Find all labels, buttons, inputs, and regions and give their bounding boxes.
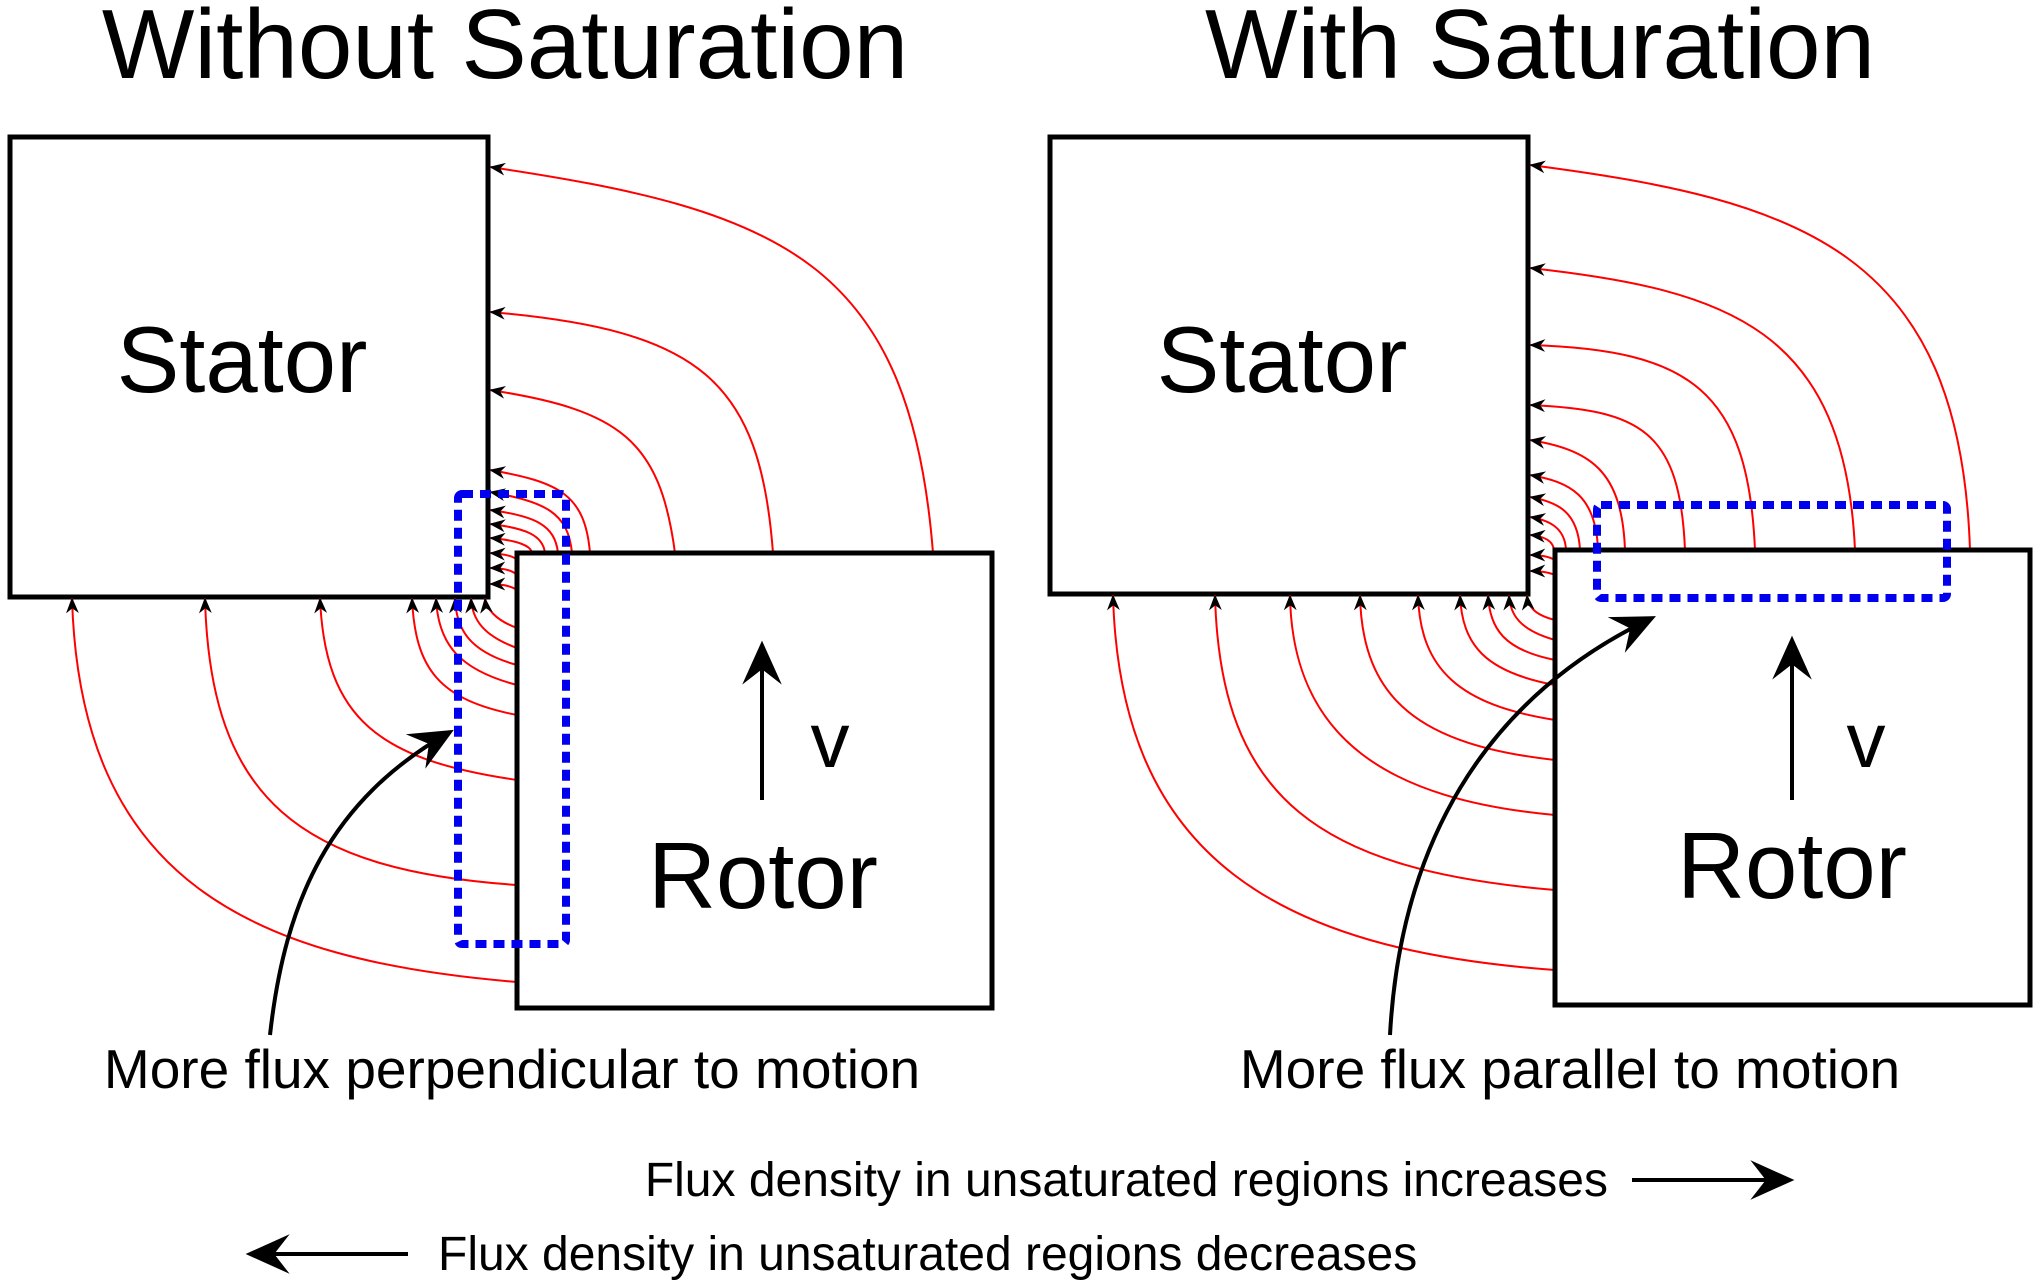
right-flux-lines-side — [1529, 160, 1971, 578]
right-panel: With Saturation Stator — [1047, 0, 2033, 1100]
flux-line — [489, 547, 518, 561]
flux-line — [489, 577, 518, 591]
flux-line — [1454, 594, 1556, 686]
footer: Flux density in unsaturated regions incr… — [245, 1154, 1795, 1281]
flux-line — [1482, 594, 1556, 661]
left-caption: More flux perpendicular to motion — [104, 1038, 920, 1100]
flux-line — [489, 306, 774, 554]
flux-line — [1529, 160, 1971, 551]
flux-line — [1529, 548, 1556, 562]
flux-line — [66, 597, 518, 983]
flux-line — [1529, 529, 1555, 551]
flux-line — [1529, 493, 1581, 551]
footer-increase-text: Flux density in unsaturated regions incr… — [645, 1154, 1608, 1207]
flux-line — [1353, 594, 1556, 761]
flux-line — [1412, 594, 1556, 721]
right-highlight-region — [1593, 501, 1951, 602]
flux-line — [1208, 594, 1556, 891]
flux-line — [1521, 594, 1556, 621]
flux-line — [1503, 594, 1556, 641]
left-caption-pointer-arrow — [268, 729, 454, 1036]
left-stator-label: Stator — [117, 307, 368, 412]
right-stator-label: Stator — [1157, 307, 1408, 412]
left-flux-lines-bottom — [66, 597, 518, 983]
flux-line — [480, 597, 518, 629]
flux-line — [406, 597, 518, 716]
flux-line — [489, 505, 559, 554]
left-panel: Without Saturation Stator — [7, 0, 995, 1100]
flux-line — [314, 597, 518, 781]
right-caption: More flux parallel to motion — [1240, 1038, 1900, 1100]
flux-line — [1283, 594, 1556, 816]
flux-line — [198, 597, 518, 886]
left-highlight-region — [454, 490, 570, 948]
left-rotor-box — [514, 550, 995, 1011]
flux-line — [1529, 263, 1856, 551]
flux-line — [489, 561, 518, 576]
right-stator-box — [1047, 134, 1531, 597]
flux-line — [489, 519, 546, 554]
flux-line — [1529, 564, 1556, 578]
flux-line — [489, 488, 573, 554]
right-caption-pointer-arrow — [1388, 616, 1656, 1036]
left-flux-lines-side — [489, 162, 934, 591]
right-flux-lines-bottom — [1107, 594, 1556, 971]
flux-line — [1529, 339, 1756, 551]
left-panel-title: Without Saturation — [102, 0, 908, 99]
left-velocity-label: v — [811, 696, 850, 784]
flux-line — [489, 385, 676, 554]
flux-line — [1529, 513, 1567, 551]
right-panel-title: With Saturation — [1205, 0, 1875, 99]
flux-line — [489, 466, 591, 554]
right-rotor-label: Rotor — [1677, 813, 1907, 918]
footer-decrease-text: Flux density in unsaturated regions decr… — [438, 1228, 1417, 1281]
flux-line — [1529, 436, 1626, 551]
left-rotor-label: Rotor — [648, 823, 878, 928]
flux-line — [1529, 399, 1686, 551]
left-stator-box — [7, 134, 491, 600]
flux-line — [1107, 594, 1556, 971]
flux-line — [489, 162, 934, 554]
flux-line — [465, 597, 518, 649]
right-velocity-label: v — [1847, 696, 1886, 784]
flux-line — [430, 597, 518, 686]
